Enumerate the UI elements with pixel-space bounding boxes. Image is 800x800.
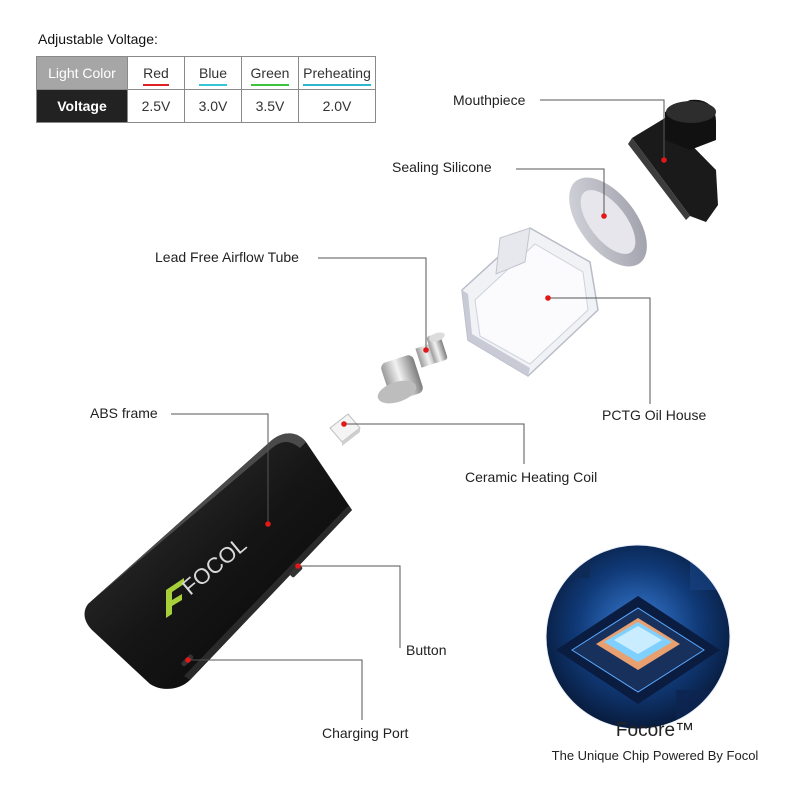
marker-dot (423, 347, 429, 353)
airflow-tube (377, 332, 448, 404)
label-heating-coil: Ceramic Heating Coil (465, 469, 598, 485)
blue-underline (198, 84, 228, 86)
voltage-table: Light Color Red Blue Green Preheating Vo… (36, 56, 376, 123)
cell-voltage: 3.5V (241, 89, 299, 123)
green-underline (250, 84, 290, 86)
color-label: Blue (198, 65, 228, 81)
table-row-voltage: Voltage 2.5V 3.0V 3.5V 2.0V (36, 89, 376, 123)
label-airflow-tube: Lead Free Airflow Tube (155, 249, 299, 265)
heating-coil (329, 413, 361, 446)
header-voltage: Voltage (36, 89, 128, 123)
marker-dot (185, 657, 191, 663)
marker-dot (341, 421, 347, 427)
color-label: Green (250, 65, 290, 81)
marker-dot (601, 213, 607, 219)
leader-lines (171, 99, 665, 720)
cell-voltage: 3.0V (184, 89, 242, 123)
label-charging-port: Charging Port (322, 725, 409, 741)
marker-dot (661, 157, 667, 163)
voltage-title: Adjustable Voltage: (38, 31, 158, 47)
preheating-underline (303, 84, 371, 86)
label-oil-house: PCTG Oil House (602, 407, 707, 423)
table-row-light-color: Light Color Red Blue Green Preheating (36, 56, 376, 90)
label-mouthpiece: Mouthpiece (453, 92, 526, 108)
red-underline (143, 84, 169, 86)
label-sealing-silicone: Sealing Silicone (392, 159, 492, 175)
label-abs-frame: ABS frame (90, 405, 158, 421)
label-button: Button (406, 642, 447, 658)
cell-color-green: Green (241, 56, 299, 90)
chip-image (545, 544, 731, 730)
marker-dot (265, 521, 271, 527)
brand-name: Focore™ (615, 720, 695, 741)
color-label: Red (143, 65, 169, 81)
brand-tagline: The Unique Chip Powered By Focol (551, 748, 759, 763)
brand-block: Focore™ The Unique Chip Powered By Focol (540, 720, 770, 763)
cell-voltage: 2.5V (127, 89, 185, 123)
cell-voltage: 2.0V (298, 89, 376, 123)
oil-house (461, 227, 599, 377)
marker-dot (295, 563, 301, 569)
marker-dot (545, 295, 551, 301)
marker-dots (185, 157, 667, 663)
sealing-silicone (569, 177, 647, 267)
mouthpiece (628, 99, 718, 222)
color-label: Preheating (303, 65, 371, 81)
